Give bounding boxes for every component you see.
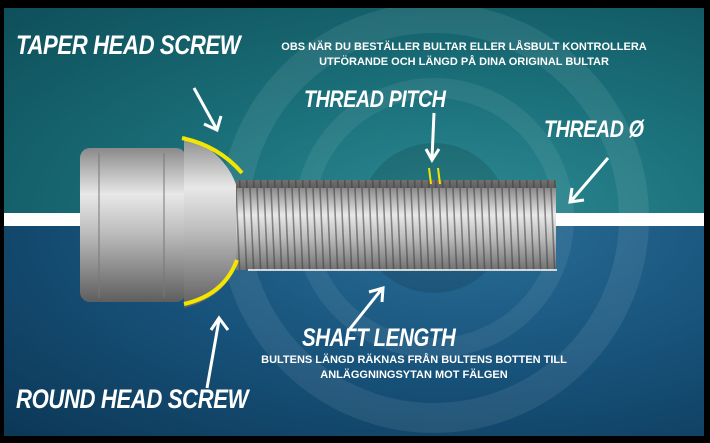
- shaft-note: BULTENS LÄNGD RÄKNAS FRÅN BULTENS BOTTEN…: [244, 353, 584, 383]
- shaft-note-line1: BULTENS LÄNGD RÄKNAS FRÅN BULTENS BOTTEN…: [261, 354, 567, 366]
- thread-diameter-label: THREAD Ø: [544, 116, 644, 143]
- round-head-label: ROUND HEAD SCREW: [16, 384, 249, 414]
- top-note: OBS NÄR DU BESTÄLLER BULTAR ELLER LÅSBUL…: [254, 40, 674, 70]
- bolt-diagram: [80, 87, 610, 389]
- bolt-thread: [236, 180, 556, 270]
- top-note-line1: OBS NÄR DU BESTÄLLER BULTAR ELLER LÅSBUL…: [281, 41, 647, 53]
- taper-highlight: [181, 136, 244, 175]
- bolt-hex-head: [80, 148, 186, 302]
- top-note-line2: UTFÖRANDE OCH LÄNGD PÅ DINA ORIGINAL BUL…: [319, 56, 609, 68]
- infographic: TAPER HEAD SCREW ROUND HEAD SCREW THREAD…: [4, 8, 704, 436]
- taper-head-label: TAPER HEAD SCREW: [16, 30, 241, 60]
- bolt-seat: [184, 136, 243, 308]
- thread-pitch-label: THREAD PITCH: [304, 86, 446, 113]
- round-highlight: [183, 259, 239, 306]
- shaft-length-label: SHAFT LENGTH: [302, 324, 456, 352]
- shaft-note-line2: ANLÄGGNINGSYTAN MOT FÄLGEN: [320, 369, 508, 381]
- arrows: [192, 87, 610, 389]
